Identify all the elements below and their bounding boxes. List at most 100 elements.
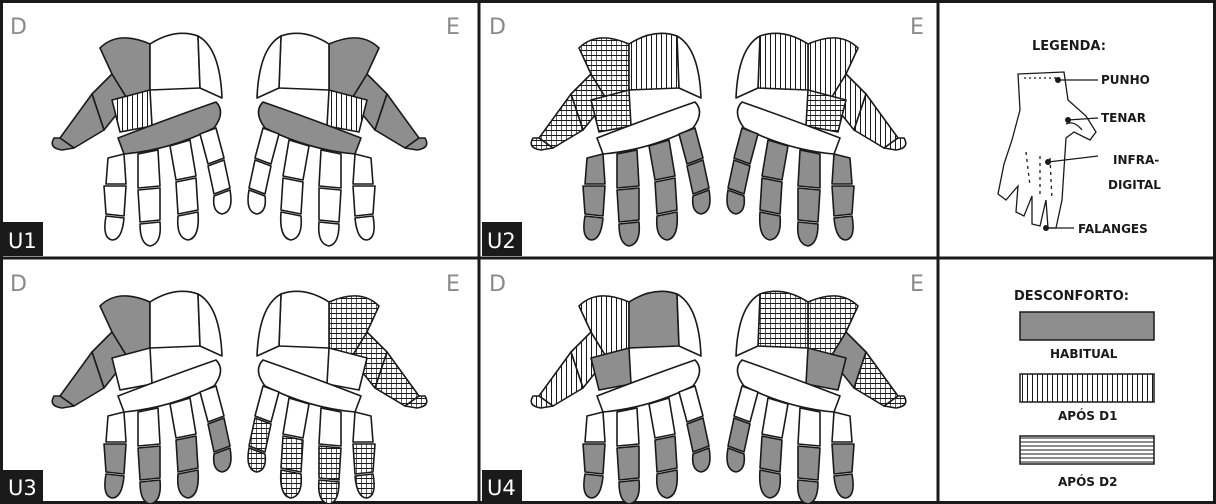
- hand-region-f4a: [679, 128, 703, 164]
- hand-region-punho: [629, 291, 679, 348]
- hand-region-f4a: [734, 386, 758, 422]
- hand-region-f1c: [584, 474, 603, 498]
- hand-region-f2b: [319, 188, 341, 222]
- panel-u3-right-hand: [52, 291, 231, 504]
- hand-region-f3a: [170, 398, 196, 438]
- panel-u2-side-e: E: [910, 15, 924, 40]
- hand-region-f1c: [105, 216, 124, 240]
- swatch-apos-d1: [1020, 374, 1154, 402]
- hand-region-f4b: [728, 160, 750, 194]
- hand-region-f2a: [617, 408, 639, 446]
- discomfort-key: DESCONFORTO: HABITUAL APÓS D1 APÓS D2: [1014, 289, 1154, 489]
- hand-region-punho: [758, 291, 808, 348]
- panel-u2: D E U2: [482, 15, 924, 256]
- hand-region-f3a: [649, 140, 675, 180]
- hand-region-f4b: [249, 418, 271, 452]
- hand-region-f2c: [319, 222, 339, 246]
- hand-region-palm-right: [677, 294, 701, 356]
- hand-region-f3b: [281, 436, 303, 472]
- hand-region-f3b: [655, 178, 677, 214]
- hand-region-f3b: [176, 436, 198, 472]
- hand-region-f4b: [687, 160, 709, 194]
- hand-region-f3b: [281, 178, 303, 214]
- panel-u3-label: U3: [8, 476, 37, 500]
- hand-region-f3a: [283, 140, 309, 180]
- hand-region-f2b: [319, 446, 341, 480]
- hand-region-f3c: [657, 212, 678, 240]
- hand-region-f4a: [255, 386, 279, 422]
- hand-region-punho: [279, 291, 329, 348]
- hand-region-palm-right: [736, 294, 760, 356]
- panel-u4-right-hand: [531, 291, 710, 504]
- legend-label-digital: DIGITAL: [1108, 178, 1161, 192]
- hand-region-f3a: [762, 140, 788, 180]
- legend-hand-sketch: [998, 72, 1096, 228]
- panel-u2-label: U2: [487, 229, 516, 253]
- hand-region-f1a: [353, 154, 373, 184]
- hand-region-f2a: [319, 150, 341, 188]
- hand-region-f2c: [619, 222, 639, 246]
- hand-region-palm-right: [198, 36, 222, 98]
- hand-region-f4a: [200, 128, 224, 164]
- hand-region-punho: [629, 33, 679, 90]
- panel-u4-label: U4: [487, 476, 516, 500]
- swatch-habitual: [1020, 312, 1154, 340]
- hand-region-f3a: [649, 398, 675, 438]
- panel-u2-right-hand: [531, 33, 710, 246]
- legend-label-infra: INFRA-: [1113, 153, 1159, 167]
- panel-u4: D E U4: [482, 272, 924, 504]
- hand-region-f1a: [832, 154, 852, 184]
- hand-region-f1a: [832, 412, 852, 442]
- hand-region-f2b: [138, 188, 160, 222]
- hand-region-f2b: [617, 188, 639, 222]
- hand-region-f1b: [832, 444, 854, 474]
- panel-u1-side-d: D: [10, 15, 27, 40]
- hand-region-f2a: [138, 408, 160, 446]
- hand-region-palm-right: [257, 294, 281, 356]
- hand-region-f4b: [208, 418, 230, 452]
- hand-region-f2b: [617, 446, 639, 480]
- panel-u2-left-hand: [727, 33, 906, 246]
- panel-u3-side-e: E: [446, 272, 460, 297]
- hand-region-palm-right: [736, 36, 760, 98]
- hand-region-f4b: [687, 418, 709, 452]
- hand-region-punho: [758, 33, 808, 90]
- panel-u3-side-d: D: [10, 272, 27, 297]
- hand-region-punho: [150, 291, 200, 348]
- legend-label-falanges: FALANGES: [1078, 222, 1148, 236]
- hand-region-f4b: [728, 418, 750, 452]
- hand-region-f2c: [798, 222, 818, 246]
- hand-region-f1b: [353, 186, 375, 216]
- legend-label-tenar: TENAR: [1101, 111, 1146, 125]
- hand-region-f1b: [353, 444, 375, 474]
- panel-u4-left-hand: [727, 291, 906, 504]
- hand-region-f4a: [679, 386, 703, 422]
- hand-region-f2b: [798, 188, 820, 222]
- label-habitual: HABITUAL: [1050, 347, 1118, 361]
- hand-region-f3c: [178, 212, 199, 240]
- hand-region-f1a: [106, 154, 126, 184]
- hand-region-f3c: [178, 470, 199, 498]
- hand-region-f1c: [355, 216, 374, 240]
- hand-region-punho: [150, 33, 200, 90]
- hand-region-palm-right: [257, 36, 281, 98]
- hand-region-f1c: [105, 474, 124, 498]
- hand-region-f3c: [657, 470, 678, 498]
- panel-u1-left-hand: [248, 33, 427, 246]
- discomfort-title: DESCONFORTO:: [1014, 289, 1129, 304]
- hand-region-f1b: [583, 186, 605, 216]
- hand-region-f4a: [255, 128, 279, 164]
- hand-region-punho: [279, 33, 329, 90]
- hand-region-f2b: [138, 446, 160, 480]
- hand-region-f3b: [760, 178, 782, 214]
- hand-region-f3b: [760, 436, 782, 472]
- hand-region-f1b: [832, 186, 854, 216]
- legend-label-punho: PUNHO: [1101, 73, 1150, 87]
- hand-region-f1a: [353, 412, 373, 442]
- hand-region-f2c: [140, 222, 160, 246]
- hand-region-f1a: [585, 154, 605, 184]
- hand-region-f3c: [760, 212, 781, 240]
- legend-title: LEGENDA:: [1032, 39, 1106, 54]
- hand-region-f4b: [249, 160, 271, 194]
